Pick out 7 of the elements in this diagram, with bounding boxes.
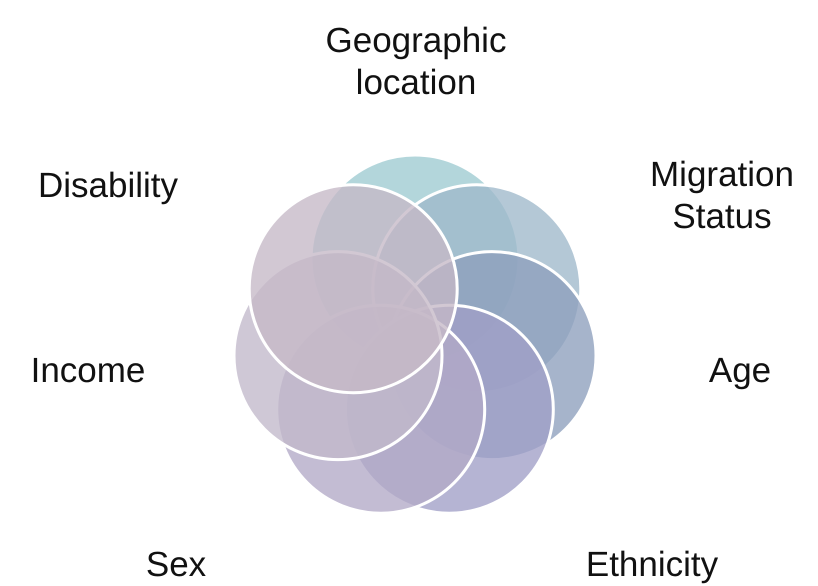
category-label: Migration Status: [649, 154, 795, 238]
category-label: Ethnicity: [584, 544, 720, 586]
category-label: Age: [708, 350, 772, 392]
category-label: Income: [30, 350, 146, 392]
category-label: Geographic location: [324, 20, 508, 104]
category-label: Disability: [36, 165, 180, 207]
category-label: Sex: [144, 544, 208, 586]
